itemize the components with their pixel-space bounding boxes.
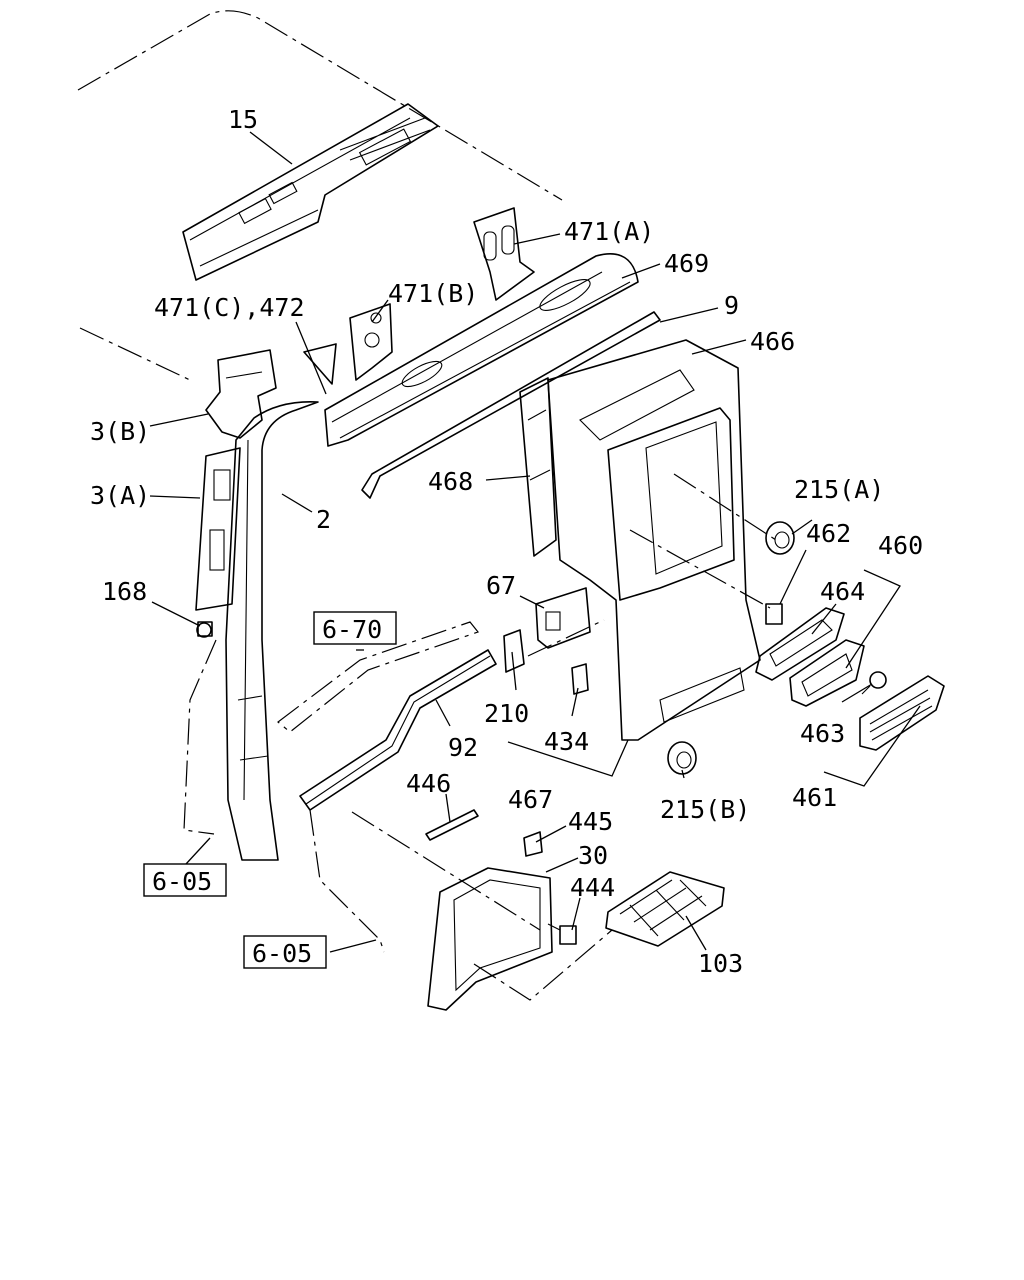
label-215b: 215(B)	[660, 795, 750, 824]
bolt-444	[547, 923, 577, 945]
inner-pillar-468	[519, 377, 557, 557]
label-464: 464	[820, 577, 865, 606]
gasket-464	[755, 607, 845, 681]
label-468: 468	[428, 467, 473, 496]
label-460: 460	[878, 531, 923, 560]
pillar-reinf-3a	[195, 447, 241, 611]
rocker-phantom	[277, 621, 479, 733]
rod-446	[425, 809, 479, 841]
label-467: 467	[508, 785, 553, 814]
label-15: 15	[228, 105, 258, 134]
ref-label-6-70: 6-70	[322, 615, 382, 644]
ref-box-6-70	[313, 611, 397, 645]
guide-lines	[351, 473, 777, 1001]
label-466: 466	[750, 327, 795, 356]
label-2: 2	[316, 505, 331, 534]
grommet-215a	[765, 521, 795, 555]
label-463: 463	[800, 719, 845, 748]
label-3b: 3(B)	[90, 417, 150, 446]
label-471b: 471(B)	[388, 279, 478, 308]
clip-434	[571, 663, 589, 695]
label-445: 445	[568, 807, 613, 836]
side-rail-469	[324, 253, 639, 447]
vent-housing-460	[789, 639, 865, 707]
label-471a: 471(A)	[564, 217, 654, 246]
rail-strip-9	[361, 311, 661, 499]
clip-462	[765, 603, 783, 625]
roof-outline-left	[79, 327, 191, 381]
vent-cover-461	[859, 675, 945, 751]
bracket-line-467	[507, 739, 629, 777]
grommet-215b	[667, 741, 697, 775]
label-210: 210	[484, 699, 529, 728]
label-30: 30	[578, 841, 608, 870]
label-103: 103	[698, 949, 743, 978]
clip-445	[523, 831, 543, 857]
lower-phantom	[309, 809, 385, 953]
ref-label-6-05-b: 6-05	[252, 939, 312, 968]
bracket-471a	[473, 207, 535, 301]
bracket-line-461	[823, 705, 921, 787]
roof-rail-15	[182, 103, 439, 281]
label-434: 434	[544, 727, 589, 756]
bracket-471b	[349, 303, 393, 381]
label-471c-472: 471(C),472	[154, 293, 305, 322]
bracket-67	[535, 587, 591, 649]
label-67: 67	[486, 571, 516, 600]
plate-210	[503, 629, 525, 673]
label-168: 168	[102, 577, 147, 606]
label-469: 469	[664, 249, 709, 278]
bolt-168	[196, 621, 213, 638]
leader-lines	[149, 131, 873, 953]
screw-463	[861, 671, 887, 695]
ref-label-6-05-a: 6-05	[152, 867, 212, 896]
rocker-rail-92	[299, 649, 497, 811]
center-pillar-2	[225, 401, 319, 861]
label-9: 9	[724, 291, 739, 320]
lower-pillar-phantom	[183, 639, 217, 835]
step-103	[605, 871, 725, 947]
side-panel-466	[547, 339, 761, 741]
label-461: 461	[792, 783, 837, 812]
gusset-471c	[303, 343, 337, 385]
label-92: 92	[448, 733, 478, 762]
label-444: 444	[570, 873, 615, 902]
ref-box-6-05-b	[243, 935, 327, 969]
label-462: 462	[806, 519, 851, 548]
label-3a: 3(A)	[90, 481, 150, 510]
bracket-line-460	[845, 569, 901, 669]
roof-outline	[77, 10, 563, 201]
label-215a: 215(A)	[794, 475, 884, 504]
joint-3b	[205, 349, 277, 439]
label-446: 446	[406, 769, 451, 798]
ref-box-6-05-a	[143, 863, 227, 897]
step-housing-30	[427, 867, 553, 1011]
